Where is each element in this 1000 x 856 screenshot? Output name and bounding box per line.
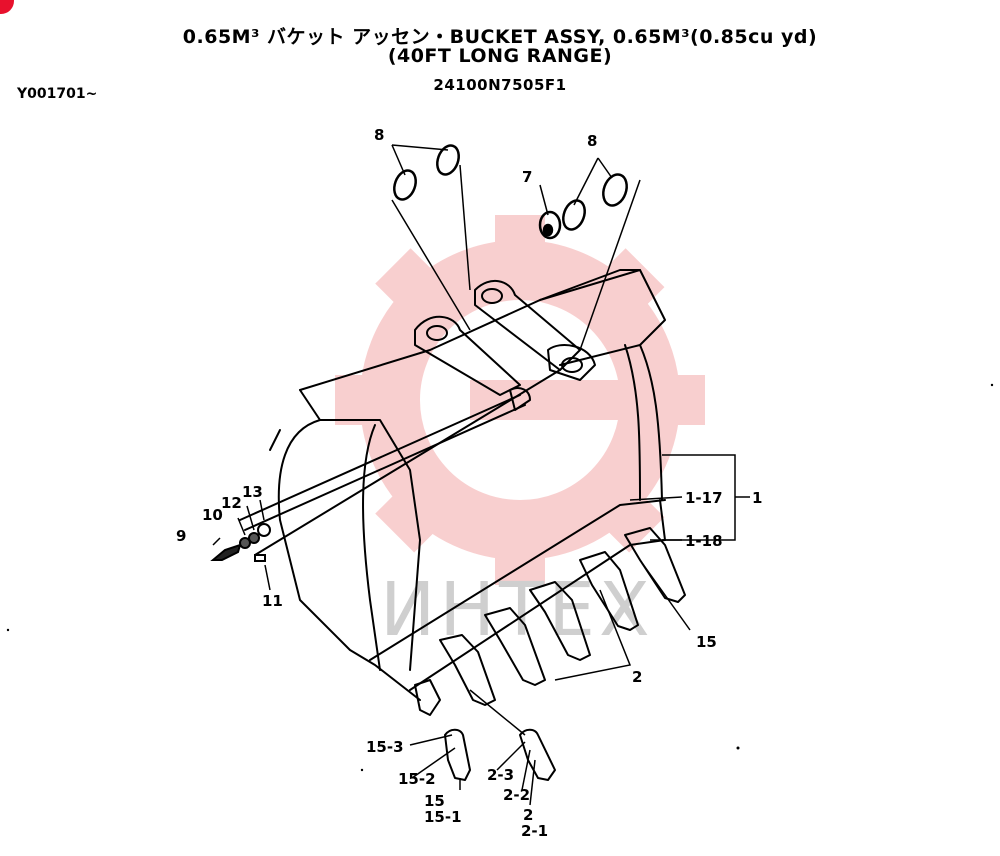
pin-rings xyxy=(393,144,628,240)
callout-2: 2 xyxy=(632,668,642,686)
callout-2-b: 2 xyxy=(523,806,533,824)
callout-1-18: 1-18 xyxy=(685,532,723,550)
callout-12: 12 xyxy=(221,494,242,512)
leader-lines xyxy=(212,144,750,806)
callout-11: 11 xyxy=(262,592,283,610)
callout-2-3: 2-3 xyxy=(487,766,514,784)
callout-13: 13 xyxy=(242,483,263,501)
callout-2-1: 2-1 xyxy=(521,822,548,840)
scan-specks xyxy=(6,383,994,772)
callout-15-1: 15-1 xyxy=(424,808,462,826)
callout-8-right: 8 xyxy=(587,132,597,150)
diagram-subtitle: (40FT LONG RANGE) xyxy=(387,45,613,67)
callout-15: 15 xyxy=(696,633,717,651)
callout-1: 1 xyxy=(752,489,762,507)
bolt-hardware xyxy=(210,523,271,562)
callout-7: 7 xyxy=(522,168,532,186)
callout-15-3: 15-3 xyxy=(366,738,404,756)
serial-range: Y001701~ xyxy=(17,86,98,102)
bucket-teeth xyxy=(414,527,686,716)
callout-1-17: 1-17 xyxy=(685,489,723,507)
watermark-gear-icon xyxy=(335,215,705,585)
callout-10: 10 xyxy=(202,506,223,524)
bucket-body xyxy=(239,269,666,701)
watermark-text: ИНТЕХ xyxy=(380,567,654,653)
part-number: 24100N7505F1 xyxy=(433,76,567,94)
callout-8-left: 8 xyxy=(374,126,384,144)
callout-15-2: 15-2 xyxy=(398,770,436,788)
callout-2-2: 2-2 xyxy=(503,786,530,804)
callout-9: 9 xyxy=(176,527,186,545)
callout-15-b: 15 xyxy=(424,792,445,810)
callout-labels: 8 8 7 1 1-17 1-18 15 2 9 10 12 13 11 15-… xyxy=(176,126,762,840)
diagram-title: 0.65M³ バケット アッセン・BUCKET ASSY, 0.65M³(0.8… xyxy=(182,26,818,48)
